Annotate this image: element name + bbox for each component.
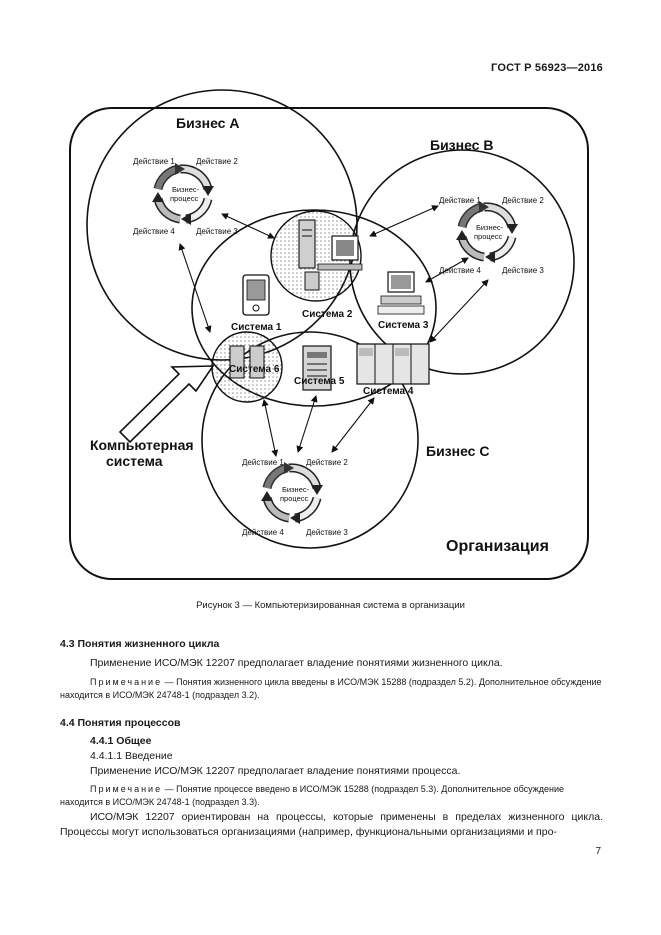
server-rack-icon [356,343,430,385]
organization-diagram: Бизнес А Бизнес В Бизнес С Организация К… [69,89,589,580]
business-c-circle [201,331,419,549]
cycle-c-action1: Действие 1 [242,458,284,467]
section-4-3-note: Примечание — Понятия жизненного цикла вв… [60,676,603,702]
connection-arrows [178,205,489,457]
business-b-label: Бизнес В [430,137,493,153]
standard-header: ГОСТ Р 56923—2016 [491,62,603,74]
cycle-a-action2: Действие 2 [196,157,238,166]
pointer-arrow-icon [118,365,215,444]
cycle-a-process-2: процесс [170,194,199,203]
cycle-c-action3: Действие 3 [306,528,348,537]
note-text: — Понятия жизненного цикла введены в ИСО… [60,677,602,700]
section-4-4-1-1-note: Примечание — Понятие процессе введено в … [60,783,603,809]
note-text-2: — Понятие процессе введено в ИСО/МЭК 152… [60,784,565,807]
cycle-c-action2: Действие 2 [306,458,348,467]
cycle-c-action4: Действие 4 [242,528,284,537]
cycle-b-action1: Действие 1 [439,196,481,205]
system6-label: Система 6 [229,364,280,375]
cycle-a-action3: Действие 3 [196,227,238,236]
computer-system-label-2: система [106,453,163,469]
figure-computerized-system: Бизнес А Бизнес В Бизнес С Организация К… [69,89,589,580]
section-4-3-title: 4.3 Понятия жизненного цикла [60,638,220,650]
organization-label: Организация [446,538,549,555]
section-4-4-title: 4.4 Понятия процессов [60,717,181,729]
figure-caption: Рисунок 3 — Компьютеризированная система… [196,600,465,611]
business-c-label: Бизнес С [426,443,489,459]
cycle-a-action4: Действие 4 [133,227,175,236]
section-4-3-text: Применение ИСО/МЭК 12207 предполагает вл… [90,657,503,669]
business-a-label: Бизнес А [176,115,239,131]
note-label: Примечание [90,677,163,687]
twin-servers-icon [229,345,265,379]
cycle-b-process-2: процесс [474,232,503,241]
cycle-b-process-1: Бизнес- [476,223,504,232]
tower-server-icon [302,345,332,391]
cycle-b-action4: Действие 4 [439,266,481,275]
section-4-4-1-title: 4.4.1 Общее [90,735,152,747]
section-4-4-1-1-title: 4.4.1.1 Введение [90,750,173,762]
cycle-a-action1: Действие 1 [133,157,175,166]
cycle-c-process-1: Бизнес- [282,485,310,494]
cycle-b-action2: Действие 2 [502,196,544,205]
pda-icon [242,274,270,316]
cycle-a-process-1: Бизнес- [172,185,200,194]
system2-circle [270,210,362,302]
desktop-computer-icon [298,219,363,291]
organization-boundary [69,107,589,580]
note-label-2: Примечание [90,784,163,794]
computer-system-label-1: Компьютерная [90,437,194,453]
cycle-b-action3: Действие 3 [502,266,544,275]
page-number: 7 [595,846,601,857]
system4-label: Система 4 [363,386,414,397]
workstation-icon [377,271,425,315]
system1-label: Система 1 [231,322,282,333]
system2-label: Система 2 [302,309,353,320]
system3-label: Система 3 [378,320,429,331]
section-4-4-1-1-text: Применение ИСО/МЭК 12207 предполагает вл… [90,765,461,777]
section-4-4-1-1-paragraph: ИСО/МЭК 12207 ориентирован на процессы, … [60,811,603,838]
cycle-c-process-2: процесс [280,494,309,503]
system5-label: Система 5 [294,376,345,387]
